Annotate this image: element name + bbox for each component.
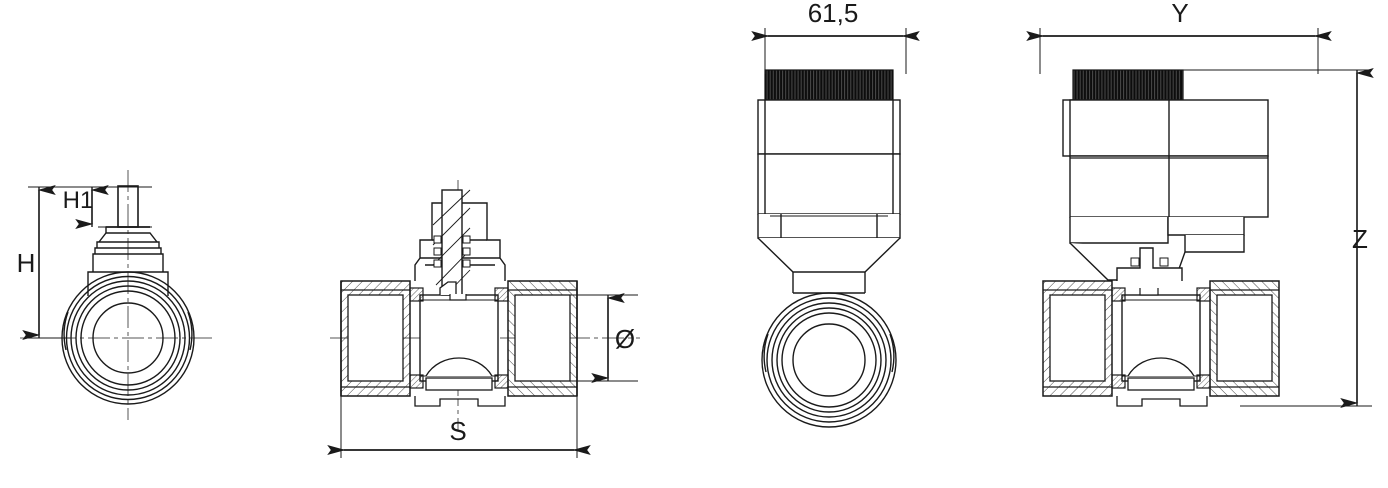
view-2-bottom-retainer [414,396,506,407]
view-2-body-shoulders [340,281,578,396]
view-2-ball-chamber [419,294,499,391]
view-1-valve-front [20,170,215,420]
view-2-valve-section [330,180,640,430]
view-1-hex-outline [63,311,193,351]
dimension-label-h: H [17,248,36,278]
dimension-z [1180,67,1374,409]
view-3-actuator-housing [757,99,901,215]
view-2-body-left [340,280,411,397]
view-2-seals [409,287,509,389]
dimension-h1 [75,184,152,230]
view-2-bonnet-section [414,189,506,301]
view-3-adapter [757,214,901,294]
view-3-actuated-front [757,69,901,428]
dimension-label-z: Z [1352,224,1368,254]
dimension-s [327,396,591,458]
dimension-label-y: Y [1171,0,1188,28]
view-3-port-circles [761,292,897,428]
view-4-actuator-housing [1062,99,1269,218]
view-4-knurled-cap [1072,69,1184,101]
dimension-label-diameter: Ø [615,324,635,354]
view-4-valve-section [1042,247,1280,407]
view-2-packing-rings [433,235,471,268]
dimension-y [1026,28,1332,74]
dimension-label-h1: H1 [63,187,94,214]
dimension-label-s: S [449,416,466,446]
dimension-diameter [570,292,638,384]
view-4-actuated-side [1042,69,1280,407]
dimension-615 [751,28,920,74]
view-3-knurled-cap [764,69,894,101]
view-1-centerlines [20,170,215,420]
dimension-h [22,184,80,341]
view-2-body-right [507,280,578,397]
dimension-label-615: 61,5 [808,0,859,28]
